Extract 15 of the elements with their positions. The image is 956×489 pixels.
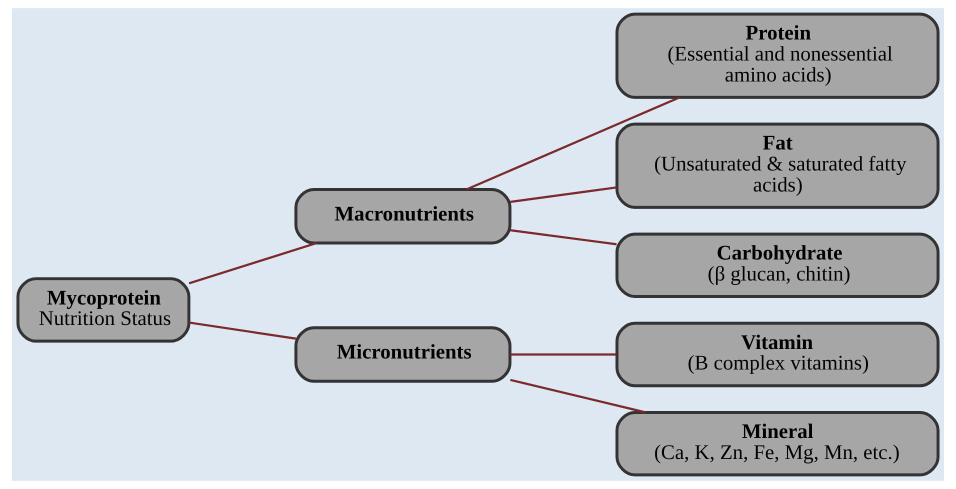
connector [510,353,616,356]
node-box: Fat (Unsaturated & saturated fatty acids) [616,122,940,209]
connector [510,186,617,203]
node-box: Protein (Essential and nonessential amino acids) [616,12,940,99]
node-box: Carbohydrate (β glucan, chitin) [616,232,940,298]
node-box: Vitamin (B complex vitamins) [616,322,940,388]
node-box: Mycoprotein Nutrition Status [16,277,190,343]
connector [510,378,646,414]
connector [466,96,680,190]
node-box: Micronutrients [294,326,512,383]
connector [510,229,617,246]
node-box: Macronutrients [294,188,512,244]
node-box: Mineral (Ca, K, Zn, Fe, Mg, Mn, etc.) [616,410,940,476]
connector [188,242,317,284]
connector [188,321,296,340]
